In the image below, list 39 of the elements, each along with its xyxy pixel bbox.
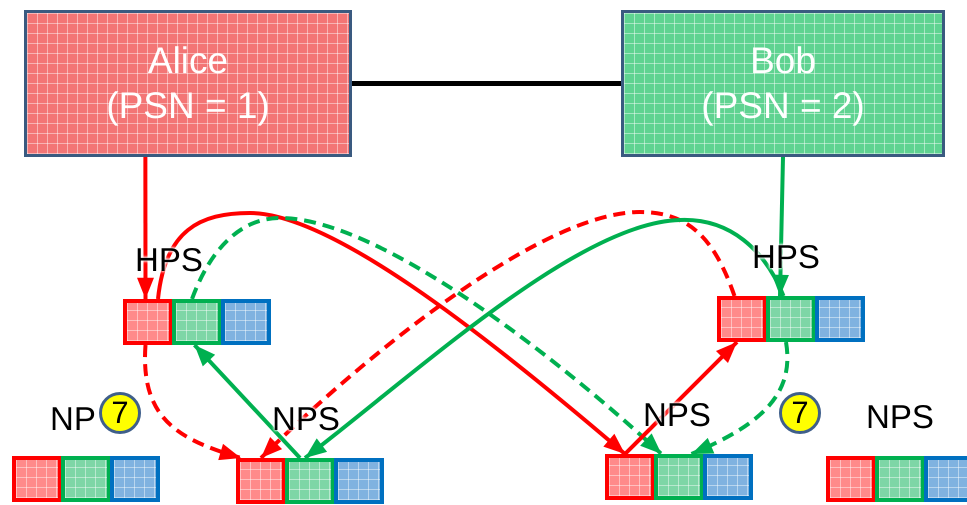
process-box <box>621 10 945 157</box>
buffer-slot <box>717 296 767 342</box>
buffer-slot <box>924 456 967 502</box>
arrow <box>143 344 242 460</box>
box-label: Alice <box>148 39 228 84</box>
arrow <box>190 216 663 456</box>
buffer-slot <box>334 458 384 504</box>
buffer-slot <box>826 456 876 502</box>
arrow <box>193 344 302 460</box>
buffer-slot <box>605 454 655 500</box>
buffer-slot <box>110 456 160 502</box>
buffer-slot <box>123 299 173 345</box>
buffer-slot <box>766 296 816 342</box>
arrow <box>304 218 786 460</box>
box-label: (PSN = 2) <box>701 84 865 128</box>
buffer-slot <box>703 454 753 500</box>
buffer-label: NPS <box>866 400 934 433</box>
process-box <box>24 10 352 157</box>
number-badge <box>99 392 141 434</box>
badge-number: 7 <box>791 395 809 431</box>
buffer-slot <box>875 456 925 502</box>
arrow <box>690 342 790 456</box>
buffer-slot <box>221 299 271 345</box>
buffer-slot <box>61 456 111 502</box>
buffer-slot <box>12 456 62 502</box>
badge-number: 7 <box>111 395 129 431</box>
arrow <box>136 157 154 299</box>
box-label: (PSN = 1) <box>106 84 270 128</box>
box-label: Bob <box>750 39 816 84</box>
buffer-slot <box>236 458 286 504</box>
buffer-label: NPS <box>272 402 340 435</box>
arrow <box>156 211 626 456</box>
buffer-slot <box>172 299 222 345</box>
buffer-slot <box>654 454 704 500</box>
buffer-slot <box>285 458 335 504</box>
arrow <box>260 210 736 460</box>
buffer-label: NP <box>50 402 96 435</box>
number-badge <box>779 392 821 434</box>
buffer-slot <box>815 296 865 342</box>
